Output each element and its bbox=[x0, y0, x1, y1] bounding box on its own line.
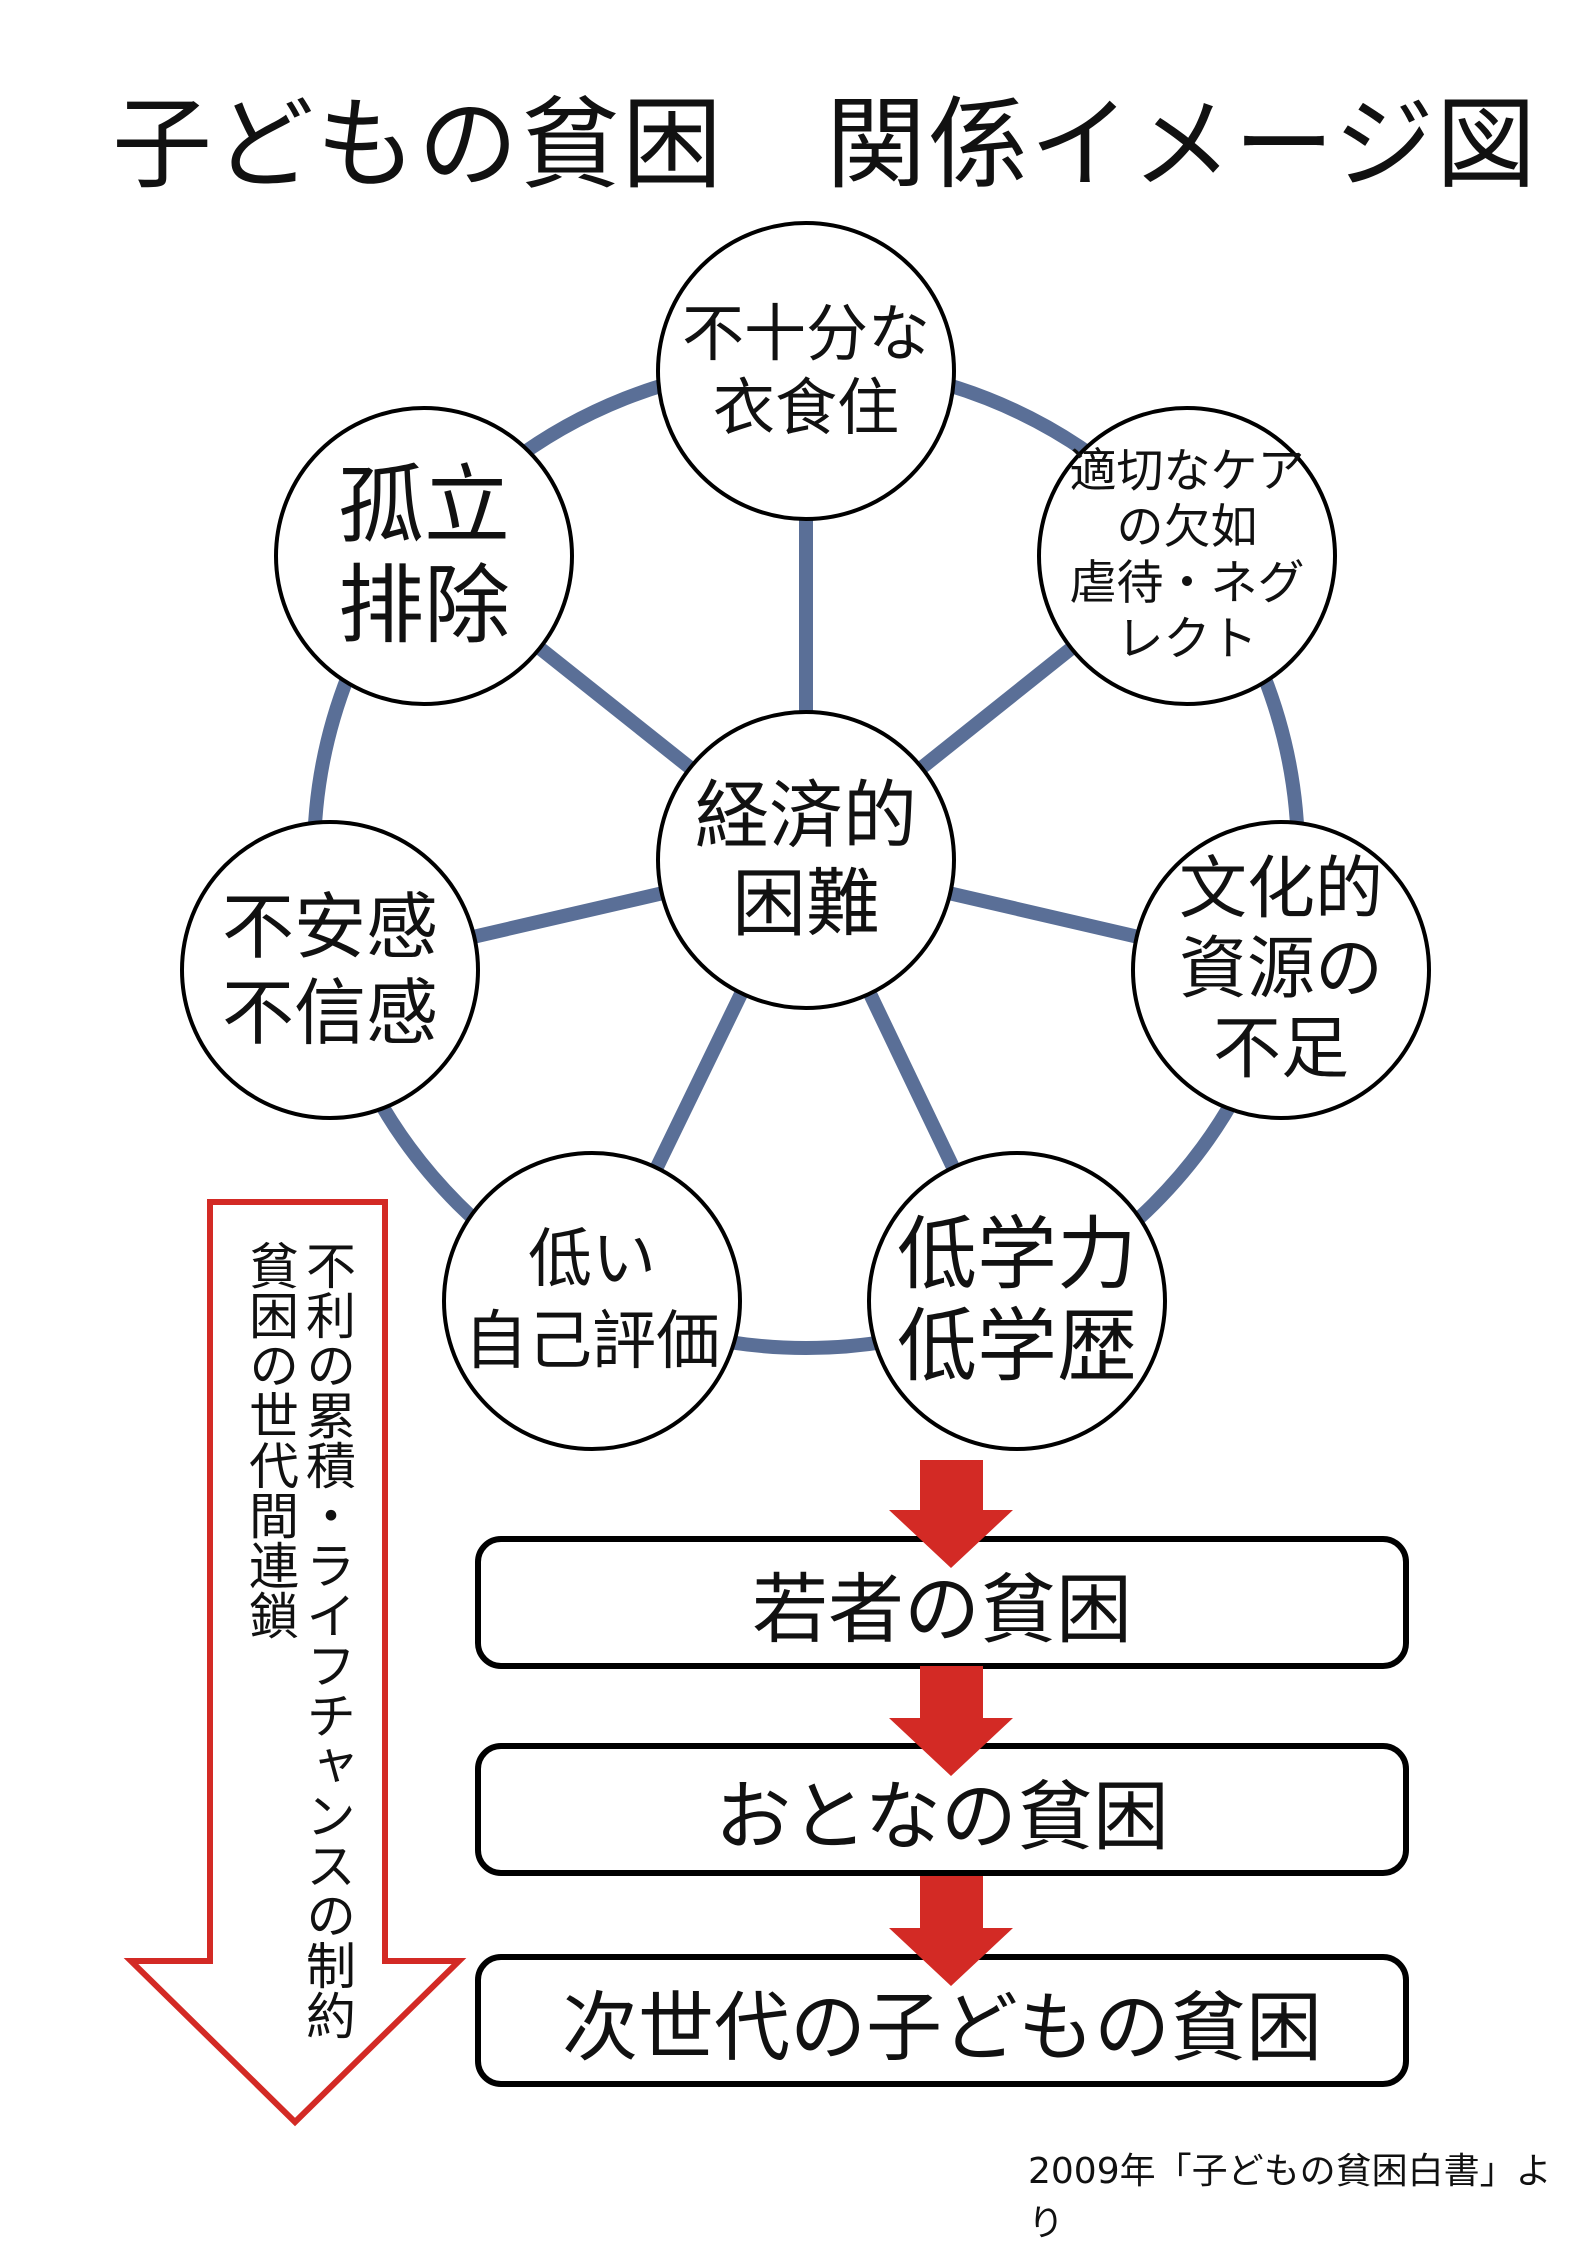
page-title: 子どもの貧困 関係イメージ図 bbox=[112, 86, 1538, 203]
node-label: 不安感 bbox=[221, 885, 438, 969]
node-label: 適切なケア bbox=[1069, 444, 1305, 499]
node-center-economic-hardship: 経済的 困難 bbox=[656, 710, 956, 1010]
node-label: 資源の bbox=[1178, 930, 1383, 1009]
node-shelter: 不十分な 衣食住 bbox=[656, 221, 956, 521]
node-label: 低学歴 bbox=[897, 1300, 1137, 1393]
side-arrow-label-2: 貧困の世代間連鎖 bbox=[241, 1240, 299, 1640]
node-label: の欠如 bbox=[1116, 500, 1258, 555]
node-label: 不足 bbox=[1212, 1010, 1349, 1089]
node-label: 虐待・ネグ bbox=[1069, 556, 1305, 611]
node-label: 文化的 bbox=[1178, 850, 1383, 929]
stage-adult-poverty: おとなの貧困 bbox=[475, 1743, 1409, 1876]
node-label: 低学力 bbox=[897, 1208, 1137, 1301]
node-label: 経済的 bbox=[695, 773, 917, 859]
stage-youth-poverty: 若者の貧困 bbox=[475, 1536, 1409, 1669]
node-esteem: 低い 自己評価 bbox=[442, 1151, 742, 1451]
node-label: 低い bbox=[528, 1223, 656, 1297]
node-neglect: 適切なケア の欠如 虐待・ネグ レクト bbox=[1037, 406, 1337, 706]
stage-next-generation-poverty: 次世代の子どもの貧困 bbox=[475, 1954, 1409, 2087]
node-culture: 文化的 資源の 不足 bbox=[1131, 820, 1431, 1120]
node-isolation: 孤立 排除 bbox=[274, 406, 574, 706]
node-label: 困難 bbox=[732, 861, 880, 947]
side-arrow-label-1: 不利の累積・ライフチャンスの制約 bbox=[298, 1240, 356, 2040]
node-label: 自己評価 bbox=[464, 1305, 720, 1379]
node-label: 不十分な bbox=[681, 297, 930, 370]
stage-label: おとなの貧困 bbox=[715, 1771, 1169, 1861]
node-education: 低学力 低学歴 bbox=[867, 1151, 1167, 1451]
node-label: 排除 bbox=[338, 556, 510, 656]
node-anxiety: 不安感 不信感 bbox=[180, 820, 480, 1120]
source-credit: 2009年「子どもの貧困白書」より bbox=[1028, 2151, 1552, 2244]
node-label: 衣食住 bbox=[712, 371, 899, 444]
chain-arrow-outline bbox=[123, 1199, 467, 2127]
node-label: 不信感 bbox=[221, 971, 438, 1055]
node-label: レクト bbox=[1116, 612, 1258, 667]
stage-label: 若者の貧困 bbox=[752, 1564, 1132, 1654]
node-label: 孤立 bbox=[338, 456, 510, 556]
stage-label: 次世代の子どもの貧困 bbox=[562, 1982, 1322, 2072]
